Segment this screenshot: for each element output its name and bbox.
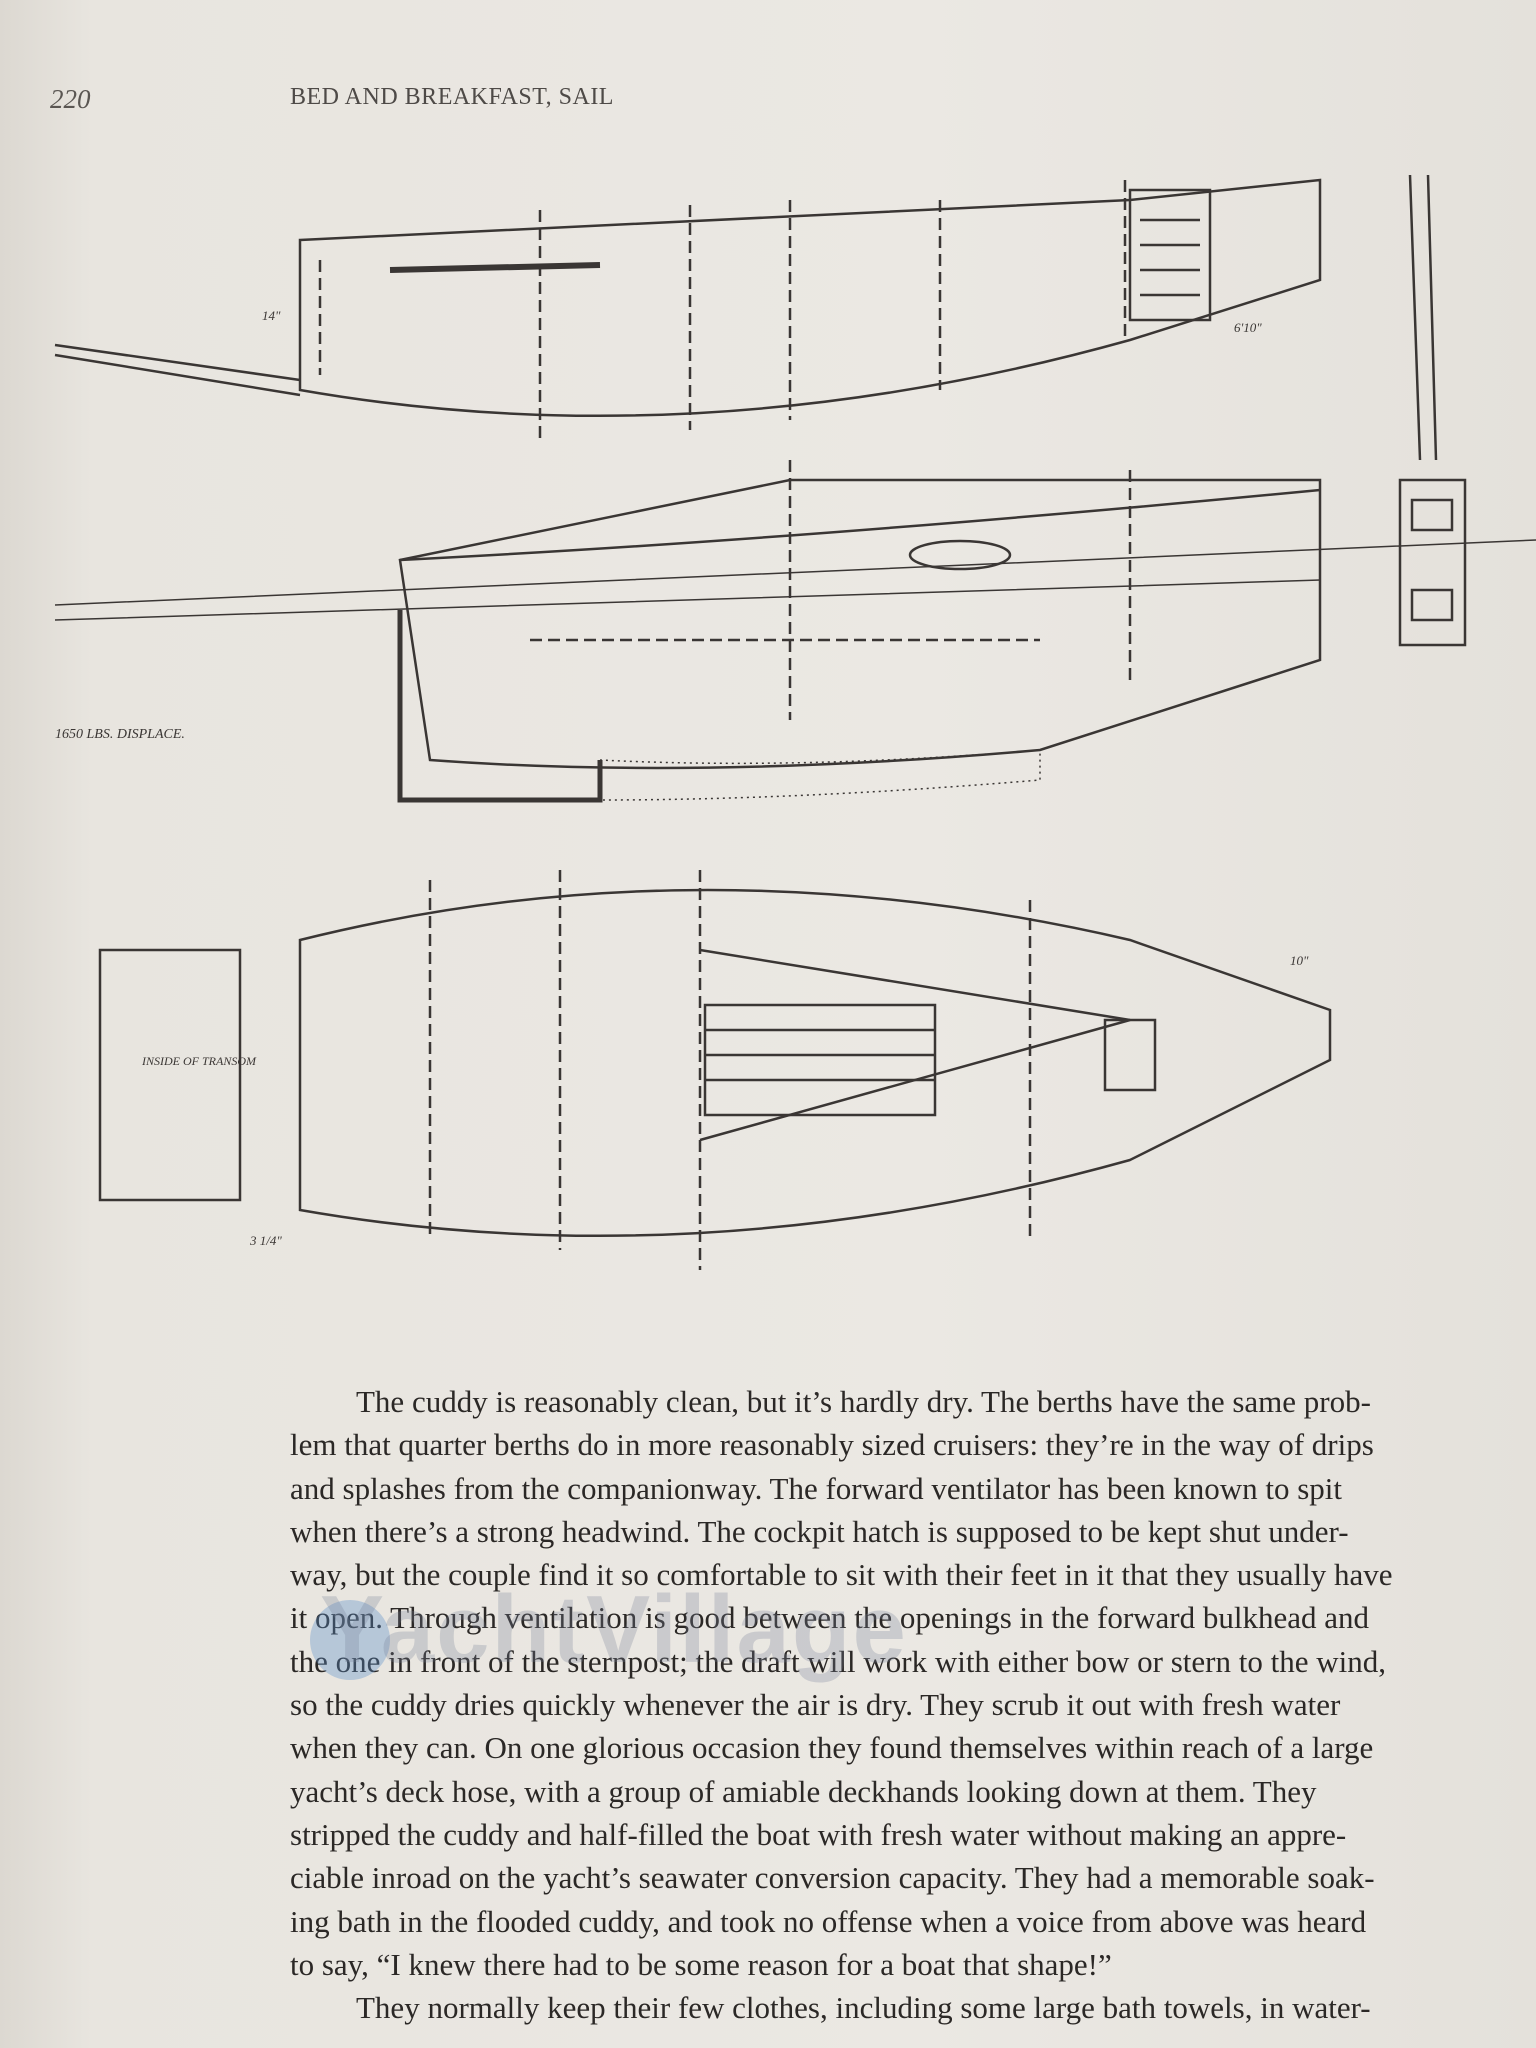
text-line: the one in front of the sternpost; the d…	[290, 1643, 1386, 1679]
text-line: when they can. On one glorious occasion …	[290, 1730, 1374, 1766]
text-line: The cuddy is reasonably clean, but it’s …	[356, 1384, 1371, 1419]
plan-view-drawing: INSIDE OF TRANSOM 10" 3 1/4"	[98, 870, 1332, 1270]
text-line: They normally keep their few clothes, in…	[356, 1990, 1371, 2026]
text-line: ciable inroad on the yacht’s seawater co…	[290, 1860, 1375, 1896]
profile-drawing: 1650 LBS. DISPLACE. 14" 6'10"	[54, 308, 1536, 803]
text-line: yacht’s deck hose, with a group of amiab…	[290, 1773, 1317, 1809]
text-line: ing bath in the flooded cuddy, and took …	[290, 1903, 1367, 1939]
dimension-3-1-4in: 3 1/4"	[249, 1233, 282, 1248]
text-line: lem that quarter berths do in more reaso…	[290, 1427, 1374, 1463]
body-text: The cuddy is reasonably clean, but it’s …	[290, 1380, 1536, 2029]
watermark-globe-icon	[310, 1600, 390, 1680]
watermark: YachtVillage	[320, 1576, 908, 1683]
text-line: stripped the cuddy and half-filled the b…	[290, 1816, 1347, 1852]
deck-plan-drawing	[54, 174, 1438, 461]
text-line: way, but the couple find it so comfortab…	[290, 1557, 1393, 1593]
displacement-note: 1650 LBS. DISPLACE.	[55, 727, 185, 742]
running-head: BED AND BREAKFAST, SAIL	[290, 84, 614, 110]
dimension-10in: 10"	[1290, 953, 1309, 968]
text-line: and splashes from the companionway. The …	[290, 1470, 1343, 1506]
transom-note: INSIDE OF TRANSOM	[141, 1054, 257, 1068]
text-line: to say, “I knew there had to be some rea…	[290, 1946, 1112, 1982]
dimension-6ft10: 6'10"	[1234, 320, 1262, 335]
page-number: 220	[50, 84, 91, 114]
boat-drawings: 1650 LBS. DISPLACE. 14" 6'10" INSIDE OF …	[54, 174, 1536, 1270]
text-line: it open. Through ventilation is good bet…	[290, 1600, 1370, 1636]
text-line: so the cuddy dries quickly whenever the …	[290, 1687, 1341, 1723]
dimension-14in: 14"	[262, 308, 281, 323]
text-line: when there’s a strong headwind. The cock…	[290, 1513, 1349, 1549]
